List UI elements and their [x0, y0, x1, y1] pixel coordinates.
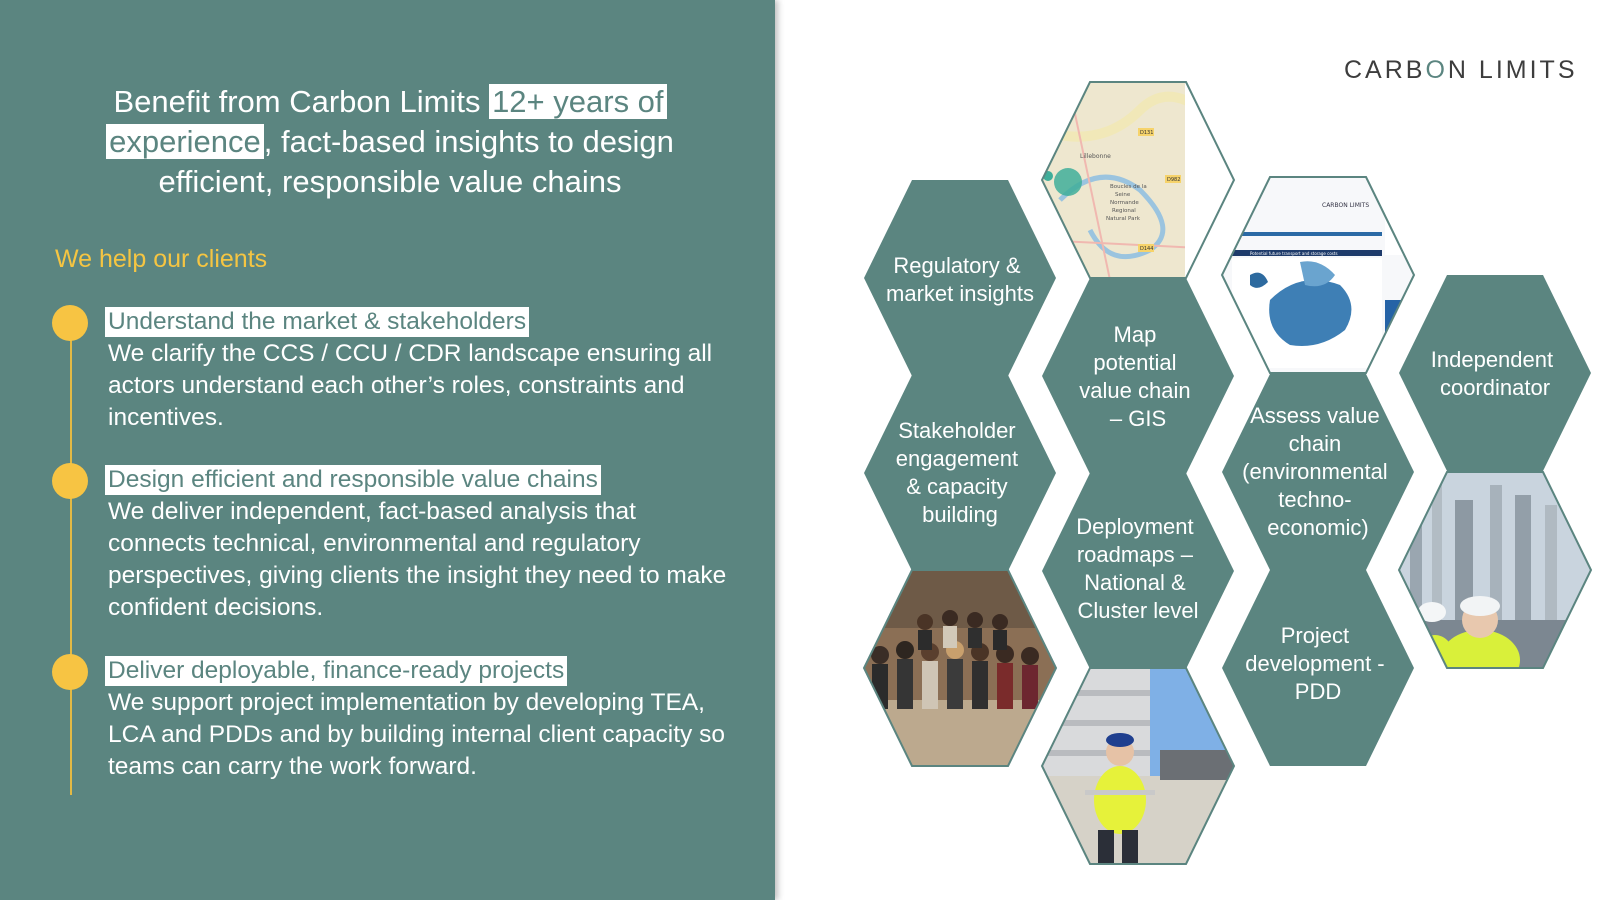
plant-photo [1399, 472, 1591, 668]
subheading: We help our clients [55, 245, 268, 273]
dashboard-image: CARBON LIMITS Potential future transport… [1222, 177, 1414, 373]
hex-label: Regulatory & market insights [886, 253, 1034, 306]
headline-highlight: 12+ years of [489, 84, 667, 119]
svg-text:D131: D131 [1140, 130, 1153, 136]
hex-label: Stakeholder engagement & capacity buildi… [896, 418, 1024, 527]
headline-text: Benefit from Carbon Limits [113, 84, 490, 119]
svg-text:Boucles de la: Boucles de la [1110, 184, 1147, 190]
svg-text:Lillebonne: Lillebonne [1080, 153, 1111, 160]
item-body: We deliver independent, fact-based analy… [108, 498, 727, 621]
list-item: Design efficient and responsible value c… [105, 464, 728, 624]
svg-text:D144: D144 [1140, 246, 1153, 252]
svg-text:D982: D982 [1167, 177, 1180, 183]
hex-assess [1222, 374, 1414, 570]
hex-label: Project development - PDD [1245, 623, 1391, 704]
group-photo [864, 570, 1056, 766]
headline-highlight: experience [106, 124, 264, 159]
svg-text:Seine: Seine [1115, 192, 1131, 198]
hex-label: Deployment roadmaps – National & Cluster… [1076, 514, 1200, 623]
hex-map-gis [1042, 278, 1234, 474]
headline: Benefit from Carbon Limits 12+ years of e… [60, 82, 720, 202]
item-title: Design efficient and responsible value c… [105, 465, 601, 495]
timeline-dot [52, 305, 88, 341]
item-title: Deliver deployable, finance-ready projec… [105, 656, 568, 686]
hex-label: Assess value chain (environmental techno… [1242, 403, 1394, 540]
hex-roadmaps [1042, 473, 1234, 669]
brand-logo: CARBON LIMITS [1344, 56, 1578, 84]
item-body: We clarify the CCS / CCU / CDR landscape… [108, 340, 713, 431]
svg-text:Potential future transport and: Potential future transport and storage c… [1250, 251, 1338, 256]
timeline-dot [52, 463, 88, 499]
hex-label: Independent coordinator [1431, 347, 1559, 400]
svg-text:CARBON LIMITS: CARBON LIMITS [1322, 202, 1369, 209]
item-body: We support project implementation by dev… [108, 689, 725, 780]
left-panel: Benefit from Carbon Limits 12+ years of e… [0, 0, 775, 900]
headline-text: , fact-based insights to design efficien… [158, 124, 674, 199]
worker-photo [1042, 668, 1234, 864]
timeline-dot [52, 654, 88, 690]
hex-coordinator [1399, 275, 1591, 471]
svg-text:Normande: Normande [1110, 200, 1139, 206]
list-item: Deliver deployable, finance-ready projec… [105, 655, 728, 783]
list-item: Understand the market & stakeholders We … [105, 306, 728, 434]
item-title: Understand the market & stakeholders [105, 307, 530, 337]
svg-text:Natural Park: Natural Park [1106, 216, 1141, 222]
hex-stakeholder [864, 375, 1056, 571]
map-image: Lillebonne Boucles de la Seine Normande … [1042, 82, 1234, 278]
hex-regulatory [864, 180, 1056, 376]
hex-pdd [1222, 570, 1414, 766]
timeline-line [70, 325, 72, 795]
hex-label: Map potential value chain – GIS [1079, 322, 1196, 431]
svg-text:Regional: Regional [1112, 208, 1136, 214]
